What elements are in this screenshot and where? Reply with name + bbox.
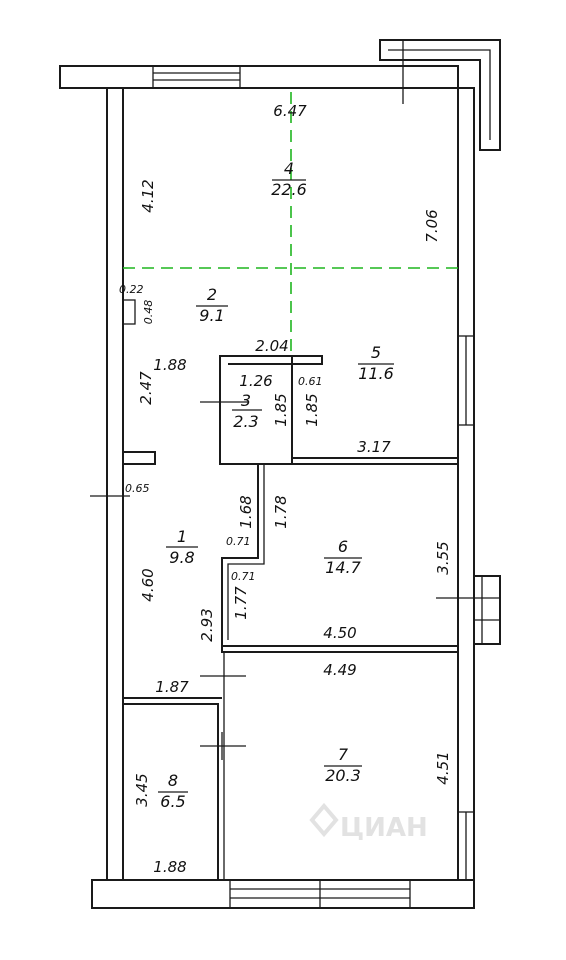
dim-4-12: 4.12 (139, 179, 157, 212)
dim-4-60: 4.60 (139, 568, 157, 601)
room-5-area: 11.6 (358, 364, 394, 383)
dim-4-49: 4.49 (323, 661, 356, 679)
balcony-right (436, 575, 501, 645)
dim-1-68: 1.68 (237, 495, 255, 528)
dim-1-77: 1.77 (232, 586, 250, 620)
right-window-room5 (458, 335, 474, 426)
left-wall (106, 87, 124, 881)
room-7-area: 20.3 (325, 766, 361, 785)
door-marks (90, 401, 248, 760)
dim-3-55: 3.55 (434, 541, 452, 574)
dim-0-22: 0.22 (119, 283, 144, 296)
balcony-top-right (379, 39, 501, 151)
room-6-area: 14.7 (325, 558, 361, 577)
watermark-logo-icon (309, 802, 339, 838)
exterior-walls (59, 65, 475, 909)
top-window (152, 66, 241, 88)
room-label-6: 6 14.7 (324, 537, 362, 577)
niche (122, 299, 136, 325)
dim-1-87: 1.87 (155, 678, 189, 696)
dim-2-04: 2.04 (255, 337, 288, 355)
room-label-4: 4 22.6 (271, 159, 307, 199)
dim-2-93: 2.93 (198, 608, 216, 641)
dim-1-26: 1.26 (239, 372, 272, 390)
room-label-8: 8 6.5 (158, 771, 188, 811)
dim-4-51: 4.51 (434, 751, 452, 784)
room-label-2: 2 9.1 (196, 285, 228, 325)
room-label-5: 5 11.6 (358, 343, 394, 383)
right-wall (457, 87, 475, 881)
room-3-area: 2.3 (233, 412, 258, 431)
dim-7-06: 7.06 (423, 209, 441, 242)
dimension-labels: 6.47 4.12 7.06 0.22 0.48 2.04 1.88 2.47 … (119, 102, 452, 876)
dim-1-78: 1.78 (272, 495, 290, 528)
room-7-number: 7 (338, 745, 349, 764)
room-4-number: 4 (284, 159, 294, 178)
dim-0-65: 0.65 (125, 482, 150, 495)
dim-2-47: 2.47 (137, 371, 155, 405)
dim-0-71-upper: 0.71 (226, 535, 251, 548)
room-8-number: 8 (168, 771, 178, 790)
dim-1-88-bottom: 1.88 (153, 858, 186, 876)
right-window-room7 (458, 811, 474, 880)
wall-room5-bottom (291, 457, 459, 465)
room-label-3: 3 2.3 (232, 391, 262, 431)
room-4-area: 22.6 (271, 180, 307, 199)
dim-0-71-lower: 0.71 (231, 570, 256, 583)
watermark-text: ЦИАН (340, 813, 428, 843)
room-label-1: 1 9.8 (166, 527, 198, 567)
wall-room6-bottom (221, 645, 459, 653)
dim-0-61: 0.61 (298, 375, 323, 388)
interior-walls (122, 299, 459, 880)
room-8-area: 6.5 (160, 792, 185, 811)
room-3-number: 3 (241, 391, 251, 410)
room-2-area: 9.1 (199, 306, 224, 325)
dim-1-85-room3: 1.85 (272, 393, 290, 426)
room-5-number: 5 (371, 343, 381, 362)
bottom-window (229, 880, 411, 908)
room-1-number: 1 (177, 527, 187, 546)
dim-1-88-top: 1.88 (153, 356, 186, 374)
dim-4-50: 4.50 (323, 624, 356, 642)
dim-3-45: 3.45 (133, 773, 151, 806)
dim-0-48: 0.48 (142, 300, 155, 325)
dim-3-17: 3.17 (357, 438, 391, 456)
room-6-number: 6 (338, 537, 348, 556)
top-wall (59, 65, 459, 89)
room-label-7: 7 20.3 (324, 745, 362, 785)
zone-dividers (123, 92, 458, 354)
watermark: ЦИАН (309, 802, 428, 843)
dim-1-85-wall: 1.85 (303, 393, 321, 426)
dim-6-47: 6.47 (273, 102, 307, 120)
room-2-number: 2 (207, 285, 217, 304)
room-1-area: 9.8 (169, 548, 194, 567)
bottom-wall (91, 879, 475, 909)
